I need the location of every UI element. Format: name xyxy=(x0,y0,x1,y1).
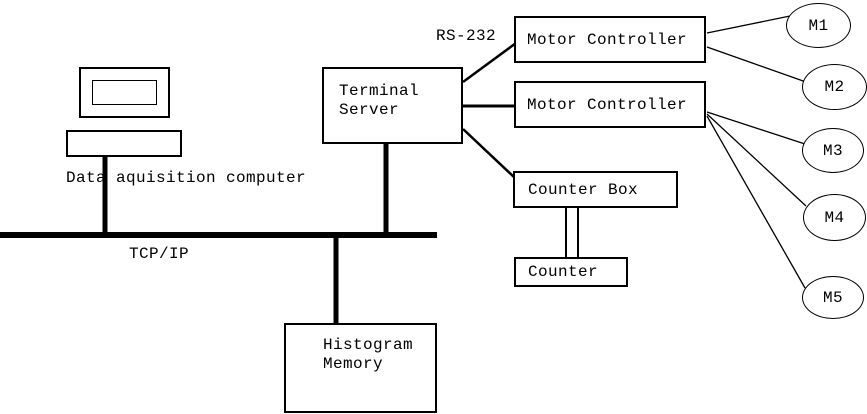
motor-m5-label: M5 xyxy=(822,288,843,307)
mc1-m2-link xyxy=(706,46,807,83)
rs232-label: RS-232 xyxy=(436,27,497,45)
mc1-m1-link xyxy=(706,15,791,34)
serial-link-mc1 xyxy=(462,41,517,84)
computer-screen-icon xyxy=(92,80,157,105)
terminal-server-label: Terminal Server xyxy=(339,82,420,119)
mc2-m4-link xyxy=(706,113,807,207)
motor-m1-label: M1 xyxy=(808,16,829,35)
node-motor-m3: M3 xyxy=(802,128,864,173)
tcpip-label: TCP/IP xyxy=(129,245,190,263)
computer-keyboard-icon xyxy=(66,130,182,157)
counter-label: Counter xyxy=(528,263,599,281)
motor-m2-label: M2 xyxy=(824,78,845,96)
node-motor-controller-1: Motor Controller xyxy=(514,16,706,63)
node-motor-m2: M2 xyxy=(802,64,867,110)
node-histogram-memory: Histogram Memory xyxy=(284,323,437,413)
computer-label: Data aquisition computer xyxy=(66,169,307,187)
node-motor-controller-2: Motor Controller xyxy=(514,81,706,128)
node-counter-box: Counter Box xyxy=(513,171,678,208)
node-motor-m1: M1 xyxy=(786,3,851,48)
motor-m4-label: M4 xyxy=(824,208,845,227)
node-counter: Counter xyxy=(514,257,628,287)
motor-m3-label: M3 xyxy=(822,141,843,160)
mc2-m5-link xyxy=(706,115,806,289)
histogram-memory-label: Histogram Memory xyxy=(323,336,414,373)
node-motor-m4: M4 xyxy=(803,194,866,241)
motor-controller-1-label: Motor Controller xyxy=(527,30,688,49)
motor-controller-2-label: Motor Controller xyxy=(527,95,688,114)
node-terminal-server: Terminal Server xyxy=(322,67,463,144)
counter-box-label: Counter Box xyxy=(528,180,639,199)
mc2-m3-link xyxy=(706,111,806,145)
serial-link-counter-box xyxy=(462,128,516,179)
node-motor-m5: M5 xyxy=(802,276,864,319)
